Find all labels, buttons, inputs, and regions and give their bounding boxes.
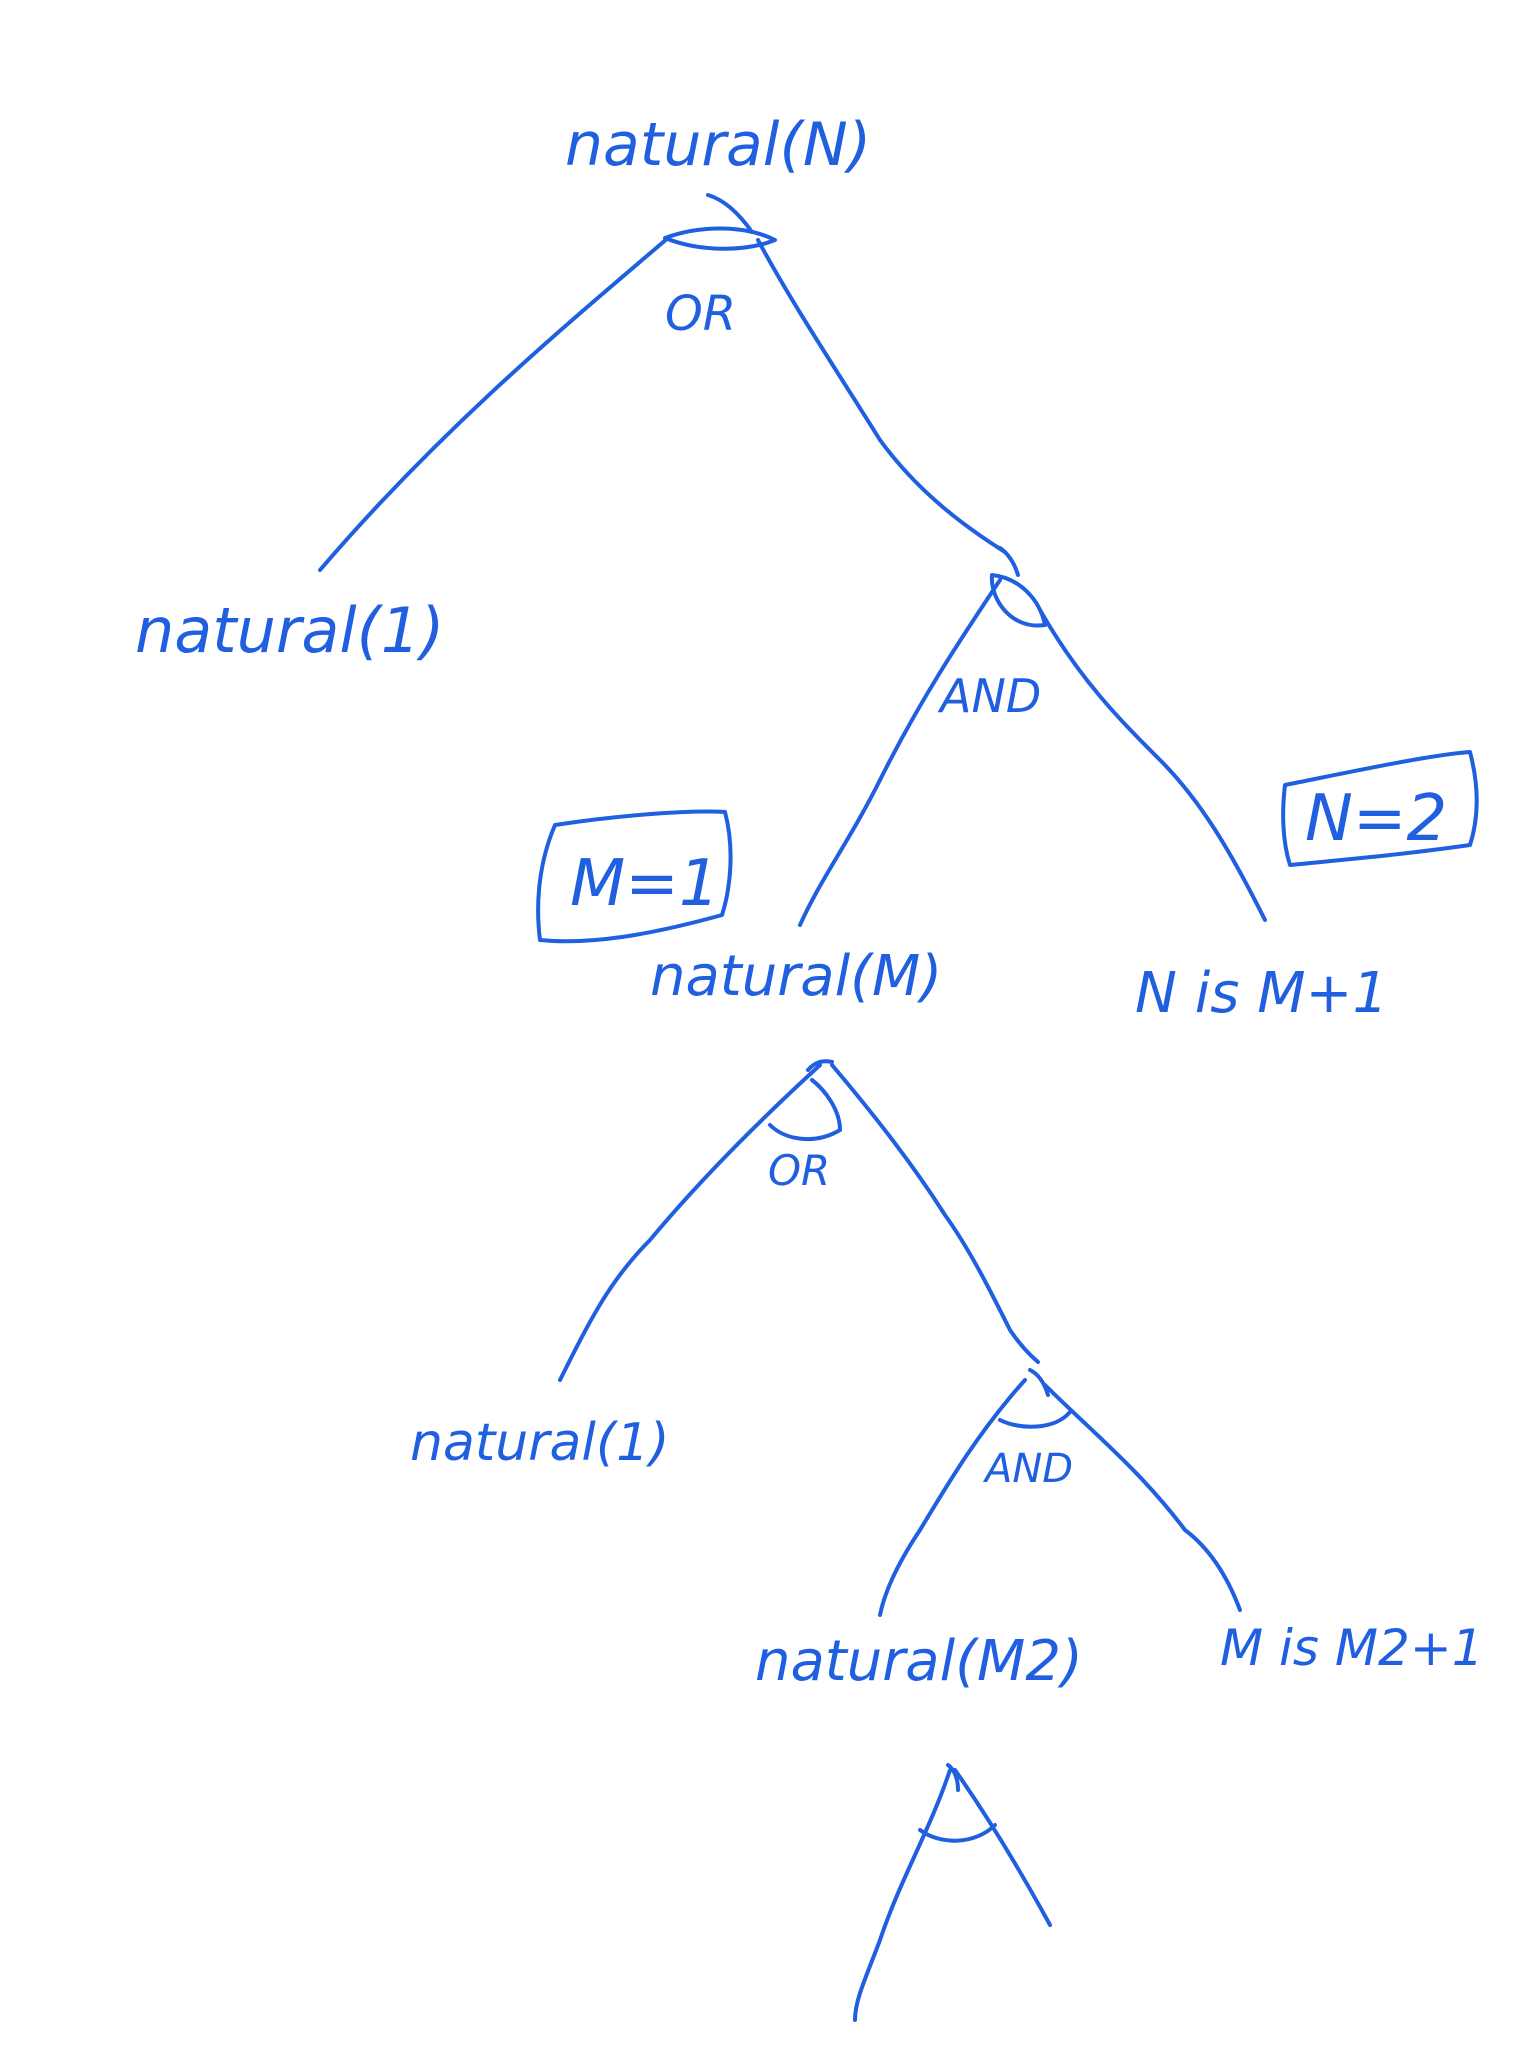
binding-m-box [536,809,733,944]
binding-n-box [1281,750,1479,867]
root-right-branch [756,238,1007,554]
or-2-right-branch [830,1063,1040,1364]
base-case-1-label: natural(1) [135,594,444,667]
root-left-branch [318,236,670,572]
and-1-left-branch [798,578,1002,927]
subtree-3-apex [946,1763,960,1792]
or-2-label: OR [768,1146,830,1195]
and-1-arc [989,573,1047,628]
binding-m-label: M=1 [570,847,720,921]
and-2-label: AND [982,1446,1073,1492]
and-1-label: AND [937,669,1041,723]
root-label: natural(N) [565,110,871,180]
recursive-1-label: natural(M) [650,944,942,1009]
or-2-apex [806,1059,834,1072]
subtree-3-right-branch [953,1768,1052,1927]
base-case-2-label: natural(1) [410,1413,670,1473]
binding-n-label: N=2 [1305,782,1447,856]
subtree-3-left-branch [853,1768,952,2022]
is-clause-1-label: N is M+1 [1135,961,1388,1026]
subtree-3-arc [918,1823,997,1843]
is-clause-2-label: M is M2+1 [1220,1619,1484,1677]
and-1-right-branch [1038,608,1267,922]
and-2-apex [1028,1368,1050,1397]
root-or-label: OR [665,286,736,342]
or-2-left-branch [558,1063,822,1382]
root-or-arc [663,226,777,251]
root-apex [706,193,754,234]
and-2-left-branch [878,1378,1027,1617]
and-2-arc [998,1410,1072,1429]
or-2-arc [768,1078,842,1142]
recursive-2-label: natural(M2) [755,1629,1083,1694]
and-1-apex [998,546,1020,577]
and-2-right-branch [1043,1383,1242,1612]
